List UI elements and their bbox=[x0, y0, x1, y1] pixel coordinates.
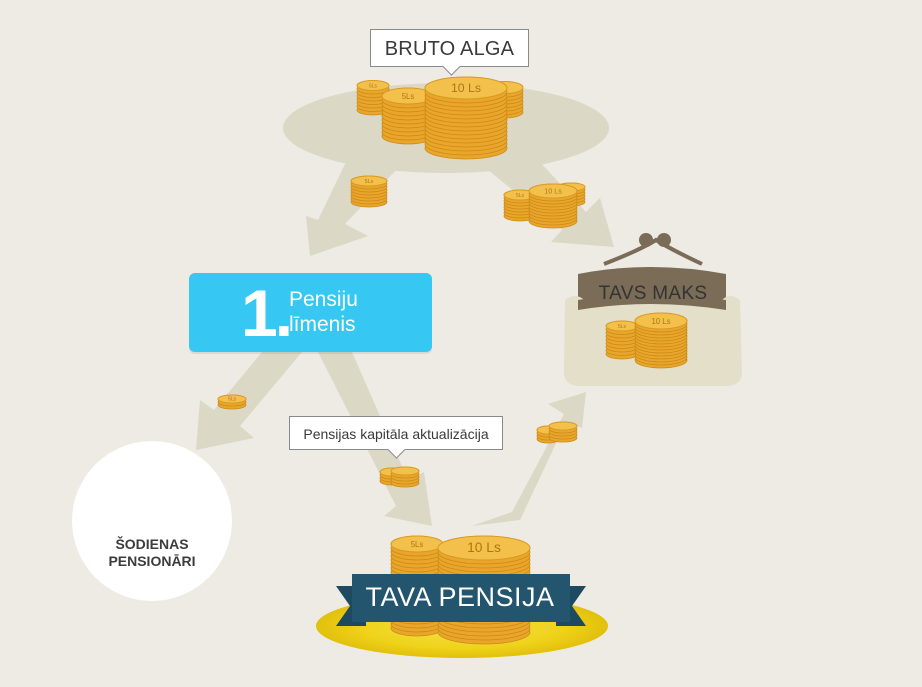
pensioners-label: ŠODIENAS PENSIONĀRI bbox=[88, 536, 216, 570]
coin-top bbox=[634, 312, 688, 330]
aktualizacija-label: Pensijas kapitāla aktualizācija bbox=[303, 426, 489, 442]
coin-top bbox=[437, 535, 531, 561]
coin-label: 10 Ls bbox=[651, 317, 670, 326]
coin-label: 5Ls bbox=[411, 540, 424, 549]
coin-top bbox=[217, 394, 247, 404]
coin-label: 5Ls bbox=[618, 324, 627, 330]
coin-top bbox=[350, 175, 388, 187]
coin-top bbox=[356, 80, 390, 91]
coin-top bbox=[528, 183, 578, 199]
level-title: Pensiju līmenis bbox=[289, 287, 358, 337]
coin-stack: 5Ls bbox=[350, 175, 388, 208]
coin-top bbox=[548, 421, 578, 431]
pensioners-line1: ŠODIENAS bbox=[115, 536, 189, 552]
tava-pensija-label: TAVA PENSIJA bbox=[365, 582, 555, 612]
bruto-alga-callout: BRUTO ALGA bbox=[370, 29, 529, 76]
coin-label: 10 Ls bbox=[544, 186, 562, 195]
coin-top bbox=[390, 466, 420, 476]
coin-stack bbox=[390, 466, 420, 488]
level-number: 1. bbox=[241, 276, 293, 350]
level-title-line1: Pensiju bbox=[289, 288, 358, 311]
bruto-alga-label: BRUTO ALGA bbox=[384, 38, 515, 60]
coin-stack: 10 Ls bbox=[634, 312, 688, 369]
coin-label: 5Ls bbox=[369, 83, 378, 89]
coin-label: 5Ls bbox=[228, 396, 237, 402]
coin-stack: 5Ls bbox=[605, 320, 639, 360]
purse bbox=[564, 233, 742, 386]
coin-label: 10 Ls bbox=[467, 540, 501, 555]
arrow-to-pensioners bbox=[196, 352, 302, 450]
coin-stack: 5Ls bbox=[356, 80, 390, 116]
coin-label: 5Ls bbox=[516, 193, 525, 199]
level-title-line2: līmenis bbox=[289, 313, 356, 336]
coin-label: 5Ls bbox=[365, 179, 374, 185]
coin-stack: 5Ls bbox=[217, 394, 247, 410]
coin-stack: 10 Ls bbox=[424, 76, 508, 160]
aktualizacija-callout: Pensijas kapitāla aktualizācija bbox=[289, 416, 503, 459]
pensioners-circle bbox=[72, 441, 232, 601]
arrow-to-level bbox=[306, 160, 398, 256]
arrow-from-pension bbox=[472, 392, 586, 526]
coin-label: 10 Ls bbox=[451, 81, 481, 95]
coin-stack bbox=[548, 421, 578, 443]
pension-ribbon bbox=[336, 574, 586, 626]
coin-top bbox=[424, 76, 508, 100]
pensioners-line2: PENSIONĀRI bbox=[108, 553, 196, 569]
tavs-maks-label: TAVS MAKS bbox=[598, 283, 708, 304]
pension-level-box: 1. Pensiju līmenis bbox=[189, 273, 432, 352]
coin-label: 5Ls bbox=[402, 92, 415, 101]
coin-stack: 10 Ls bbox=[528, 183, 578, 229]
